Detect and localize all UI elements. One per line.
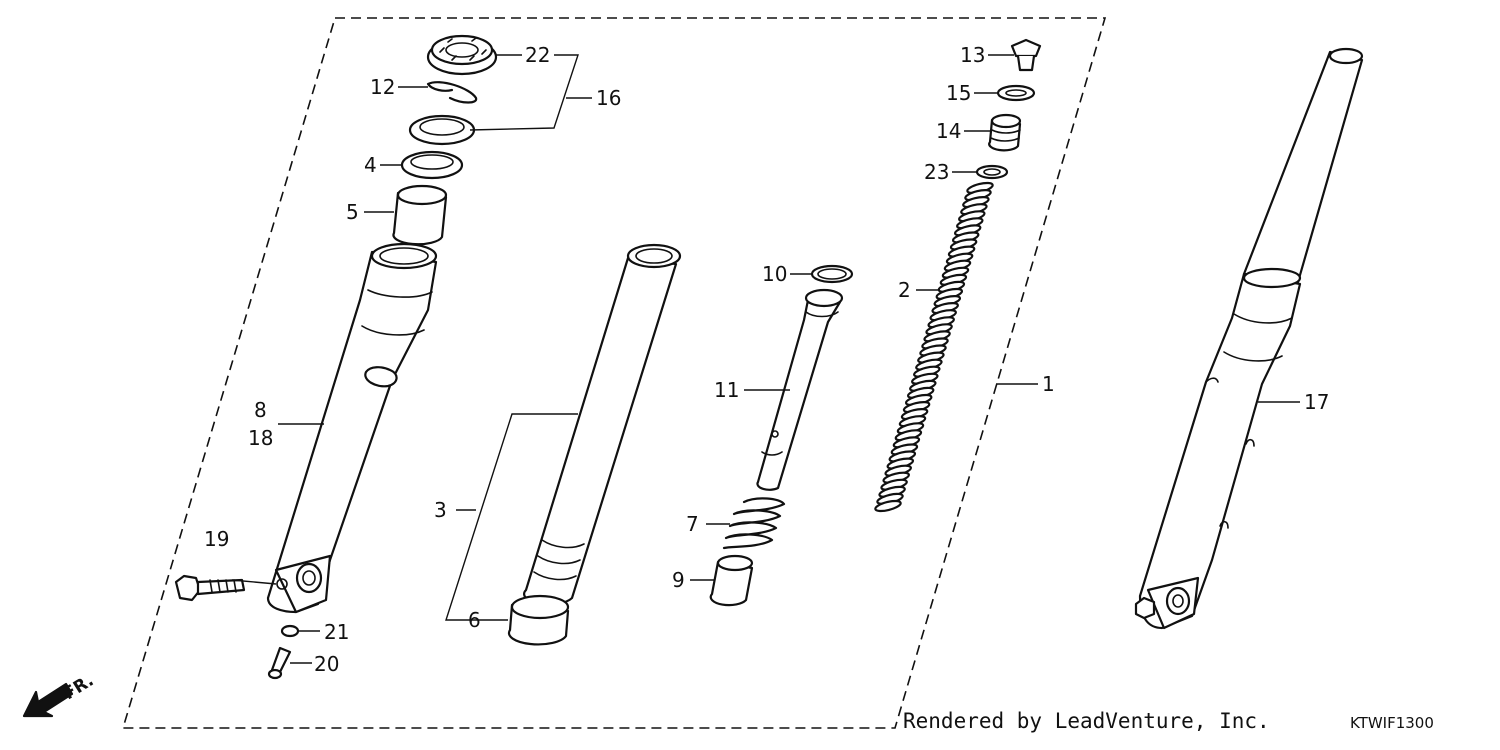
part-20-screw[interactable]: [267, 646, 292, 680]
label-3: 3: [434, 498, 447, 522]
front-direction-marker: FR.: [22, 671, 97, 718]
part-11-fork-piston[interactable]: [756, 288, 844, 491]
part-10-piston-ring[interactable]: [810, 264, 854, 284]
callout-labels: 22 12 16 4 5 8 18 19 21 20 3 6 10 11 7 9…: [204, 43, 1329, 676]
label-21: 21: [324, 620, 349, 644]
label-6: 6: [468, 608, 481, 632]
label-8: 8: [254, 398, 267, 422]
part-15-o-ring[interactable]: [996, 84, 1036, 102]
label-19: 19: [204, 527, 229, 551]
label-4: 4: [364, 153, 377, 177]
part-17-front-fork-assembly[interactable]: [1134, 47, 1364, 630]
front-arrow-icon: [22, 682, 74, 718]
assembly-boundary: [121, 17, 1107, 729]
label-11: 11: [714, 378, 739, 402]
part-8-fork-bottom-case[interactable]: [266, 242, 438, 614]
label-1: 1: [1042, 372, 1055, 396]
label-20: 20: [314, 652, 339, 676]
part-6-bushing[interactable]: [507, 594, 570, 646]
label-14: 14: [936, 119, 961, 143]
label-7: 7: [686, 512, 699, 536]
spring-coil: [874, 499, 902, 513]
label-17: 17: [1304, 390, 1329, 414]
part-16-race[interactable]: [408, 114, 476, 146]
part-5-bushing[interactable]: [392, 184, 448, 246]
part-2-fork-spring[interactable]: [874, 181, 994, 513]
part-7-rebound-spring[interactable]: [722, 497, 786, 550]
label-9: 9: [672, 568, 685, 592]
part-22-bearing[interactable]: [426, 34, 498, 76]
label-23: 23: [924, 160, 949, 184]
label-10: 10: [762, 262, 787, 286]
diagram-code: KTWIF1300: [1350, 714, 1434, 732]
part-13-fork-bolt[interactable]: [1010, 38, 1042, 72]
label-15: 15: [946, 81, 971, 105]
part-12-circlip[interactable]: [426, 81, 478, 104]
label-18: 18: [248, 426, 273, 450]
part-9-oil-lock-piece[interactable]: [709, 554, 754, 607]
part-21-washer[interactable]: [280, 624, 300, 638]
part-23-washer[interactable]: [975, 164, 1009, 180]
part-14-spring-collar[interactable]: [988, 113, 1022, 152]
label-13: 13: [960, 43, 985, 67]
render-credit: Rendered by LeadVenture, Inc.: [903, 709, 1270, 733]
label-16: 16: [596, 86, 621, 110]
label-22: 22: [525, 43, 550, 67]
leader-lines: [231, 54, 1300, 664]
part-4-dust-seal[interactable]: [400, 150, 464, 180]
label-2: 2: [898, 278, 911, 302]
label-5: 5: [346, 200, 359, 224]
part-19-bolt[interactable]: [174, 574, 246, 602]
part-3-fork-pipe[interactable]: [523, 243, 682, 606]
label-12: 12: [370, 75, 395, 99]
